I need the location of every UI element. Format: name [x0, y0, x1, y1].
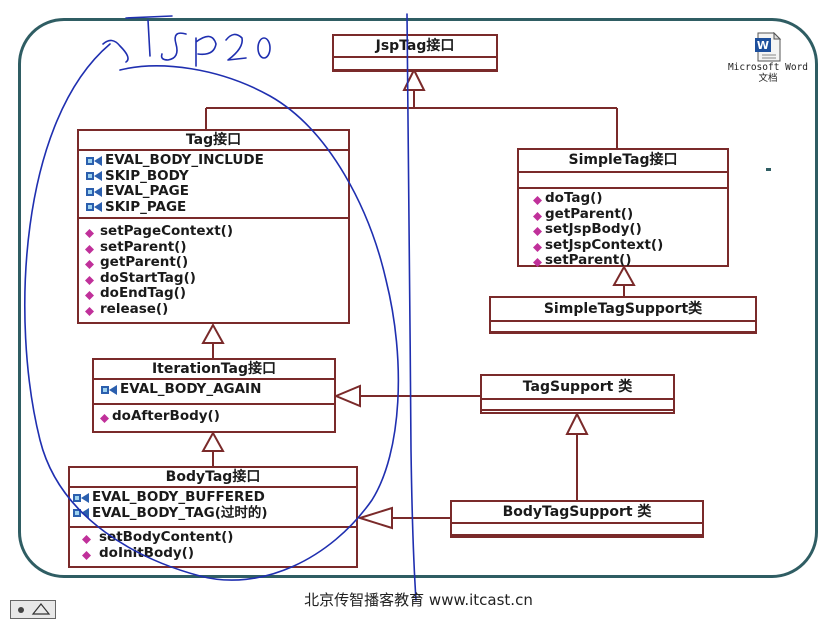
class-title: SimpleTagSupport类 [491, 298, 755, 322]
jsptag-arrowhead [402, 67, 426, 91]
field-row: SKIP_PAGE [85, 199, 342, 216]
shortcut-label-line1: Microsoft Word [727, 62, 809, 73]
method-icon [85, 274, 94, 285]
simpletag-arrowhead [612, 264, 636, 286]
iterationtag-arrowhead [201, 430, 225, 452]
class-tag: Tag接口 EVAL_BODY_INCLUDE SKIP_BODY EVAL_P… [77, 129, 350, 324]
field-icon [72, 507, 90, 519]
field-row: EVAL_PAGE [85, 183, 342, 200]
method-icon [533, 241, 542, 252]
ink-letter-p [195, 35, 217, 67]
tag-arrowhead [201, 322, 225, 344]
class-methods: doAfterBody() [94, 405, 334, 427]
method-row: doInitBody() [82, 545, 350, 562]
field-row: EVAL_BODY_BUFFERED [72, 489, 350, 506]
marker-dash [766, 168, 771, 171]
taskbar-widget[interactable] [10, 600, 56, 619]
class-fields [334, 58, 496, 71]
method-row: setJspBody() [533, 221, 721, 238]
field-row: EVAL_BODY_AGAIN [100, 381, 328, 398]
class-fields [519, 173, 727, 189]
method-icon [533, 256, 542, 268]
method-icon [82, 549, 91, 560]
class-methods: setBodyContent() doInitBody() [70, 528, 356, 563]
method-row: doTag() [533, 190, 721, 207]
method-row: doEndTag() [85, 285, 342, 302]
method-icon [85, 289, 94, 301]
class-fields: EVAL_BODY_BUFFERED EVAL_BODY_TAG(过时的) [70, 488, 356, 528]
class-methods: setPageContext() setParent() getParent()… [79, 219, 348, 319]
field-icon [100, 384, 118, 396]
method-row: setParent() [85, 239, 342, 256]
method-row: release() [85, 301, 342, 318]
class-fields [482, 400, 673, 411]
field-icon [85, 155, 103, 167]
class-title: BodyTagSupport 类 [452, 502, 702, 524]
class-simpletag: SimpleTag接口 doTag() getParent() setJspBo… [517, 148, 729, 268]
method-icon [533, 210, 542, 221]
ink-letter-j [125, 15, 173, 57]
method-row: doStartTag() [85, 270, 342, 287]
field-row: EVAL_BODY_INCLUDE [85, 152, 342, 169]
field-icon [72, 492, 90, 504]
iterationtag-realization-arrowhead [333, 384, 361, 408]
method-icon [85, 243, 94, 254]
class-title: SimpleTag接口 [519, 150, 727, 173]
class-jsptag: JspTag接口 [332, 34, 498, 72]
ink-letter-s [160, 32, 187, 61]
bodytag-realization-arrowhead [356, 506, 393, 530]
class-tagsupport: TagSupport 类 [480, 374, 675, 414]
field-row: EVAL_BODY_TAG(过时的) [72, 505, 350, 522]
method-row: getParent() [85, 254, 342, 271]
ink-loop [24, 43, 400, 581]
method-icon [533, 225, 542, 237]
method-icon [533, 194, 542, 206]
word-document-shortcut[interactable]: W Microsoft Word 文档 [722, 31, 814, 84]
method-row: setPageContext() [85, 223, 342, 240]
method-row: getParent() [533, 206, 721, 223]
method-icon [85, 305, 94, 316]
class-title: JspTag接口 [334, 36, 496, 58]
field-icon [85, 201, 103, 213]
class-simpletagsupport: SimpleTagSupport类 [489, 296, 757, 334]
ink-vertical-line [406, 13, 417, 601]
class-fields: EVAL_BODY_AGAIN [94, 380, 334, 405]
field-row: SKIP_BODY [85, 168, 342, 185]
svg-text:W: W [757, 39, 769, 52]
method-row: setParent() [533, 252, 721, 269]
class-title: BodyTag接口 [70, 468, 356, 488]
method-icon [100, 412, 109, 423]
footer-caption: 北京传智播客教育 www.itcast.cn [304, 591, 533, 609]
method-row: doAfterBody() [100, 408, 328, 425]
class-fields [491, 322, 755, 333]
diagram-frame [18, 18, 818, 578]
ink-digit-2 [225, 33, 247, 61]
class-title: TagSupport 类 [482, 376, 673, 400]
shortcut-label-line2: 文档 [758, 73, 778, 84]
class-title: IterationTag接口 [94, 360, 334, 380]
method-row: setJspContext() [533, 237, 721, 254]
eject-icon [18, 603, 51, 615]
method-icon [82, 533, 91, 545]
word-doc-icon: W [754, 31, 782, 62]
class-bodytagsupport: BodyTagSupport 类 [450, 500, 704, 538]
class-bodytag: BodyTag接口 EVAL_BODY_BUFFERED EVAL_BODY_T… [68, 466, 358, 568]
field-icon [85, 170, 103, 182]
class-fields: EVAL_BODY_INCLUDE SKIP_BODY EVAL_PAGE SK… [79, 151, 348, 219]
class-fields [452, 524, 702, 536]
class-title: Tag接口 [79, 131, 348, 151]
class-methods: doTag() getParent() setJspBody() setJspC… [519, 189, 727, 271]
method-icon [85, 227, 94, 239]
ink-digit-0 [257, 37, 271, 59]
tagsupport-arrowhead [565, 411, 589, 435]
method-icon [85, 258, 94, 270]
class-iterationtag: IterationTag接口 EVAL_BODY_AGAIN doAfterBo… [92, 358, 336, 433]
method-row: setBodyContent() [82, 529, 350, 546]
field-icon [85, 186, 103, 198]
